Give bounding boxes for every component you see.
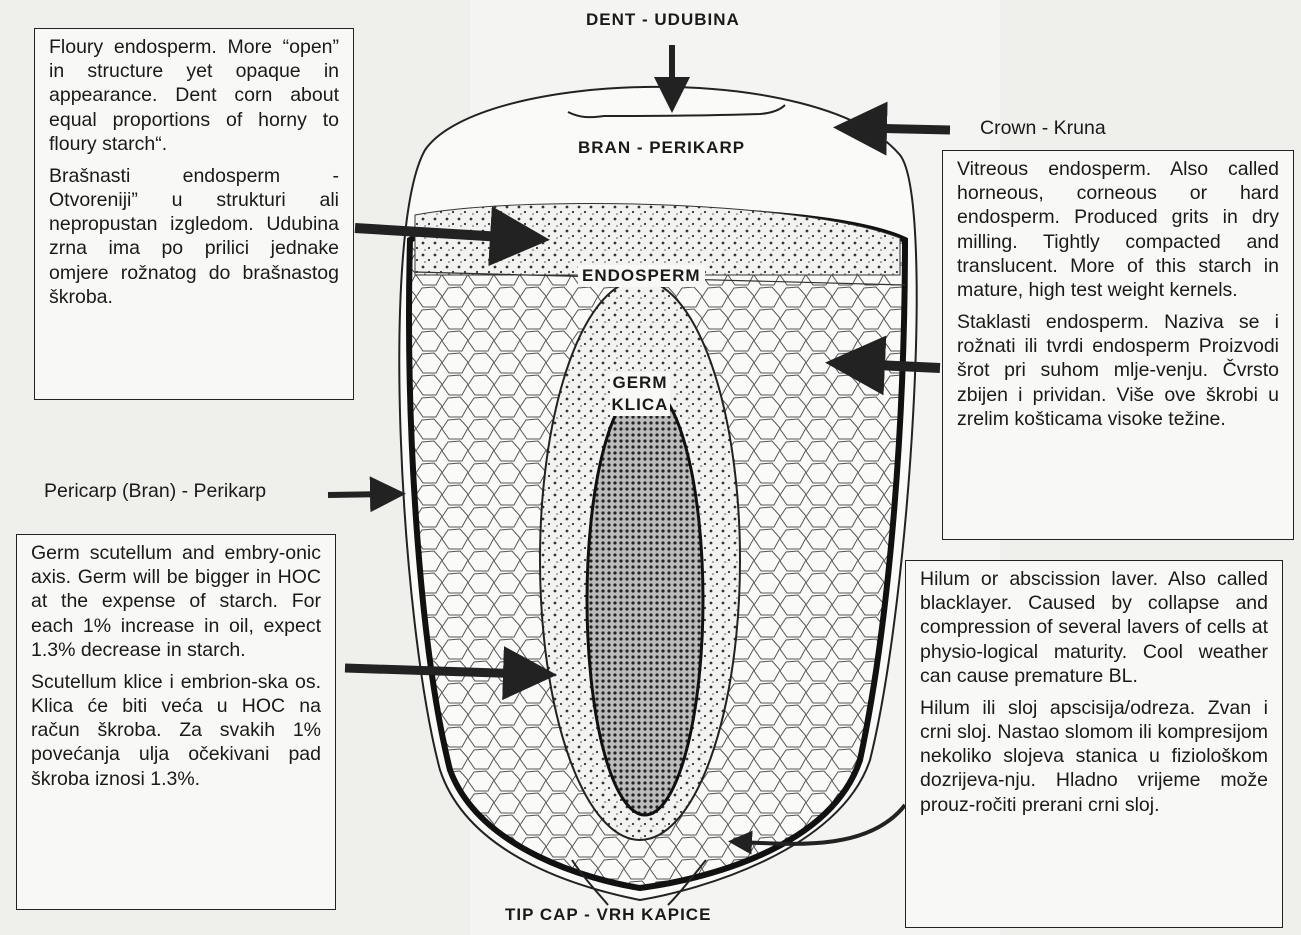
germ-hr: Scutellum klice i embrion-ska os. Klica … (31, 670, 321, 791)
hilum-box: Hilum or abscission laver. Also called b… (905, 560, 1283, 928)
floury-endosperm-en: Floury endosperm. More “open” in structu… (49, 35, 339, 156)
tip-cap-label: TIP CAP - VRH KAPICE (505, 905, 711, 925)
vitreous-endosperm-hr: Staklasti endosperm. Naziva se i rožnati… (957, 310, 1279, 431)
floury-endosperm-box: Floury endosperm. More “open” in structu… (34, 28, 354, 400)
germ-arrow (345, 668, 530, 674)
dent-label: DENT - UDUBINA (586, 10, 740, 30)
germ-label-hr: KLICA (610, 394, 670, 416)
pericarp-label: Pericarp (Bran) - Perikarp (44, 480, 266, 503)
endosperm-label: ENDOSPERM (578, 265, 705, 287)
crown-arrow (860, 128, 950, 130)
germ-box: Germ scutellum and embry-onic axis. Germ… (16, 534, 336, 910)
embryonic-axis (587, 385, 703, 815)
crown-label: Crown - Kruna (980, 117, 1106, 140)
vitreous-endosperm-en: Vitreous endosperm. Also called horneous… (957, 157, 1279, 302)
hilum-hr: Hilum ili sloj apscisija/odreza. Zvan i … (920, 696, 1268, 817)
germ-label: GERM KLICA (610, 372, 670, 416)
bran-label: BRAN - PERIKARP (578, 138, 745, 158)
germ-label-en: GERM (610, 372, 670, 394)
pericarp-arrow (328, 494, 388, 495)
vitreous-endosperm-box: Vitreous endosperm. Also called horneous… (942, 150, 1294, 540)
vitreous-arrow (855, 364, 940, 368)
hilum-en: Hilum or abscission laver. Also called b… (920, 567, 1268, 688)
germ-en: Germ scutellum and embry-onic axis. Germ… (31, 541, 321, 662)
floury-endosperm-hr: Brašnasti endosperm - Otvoreniji” u stru… (49, 164, 339, 309)
